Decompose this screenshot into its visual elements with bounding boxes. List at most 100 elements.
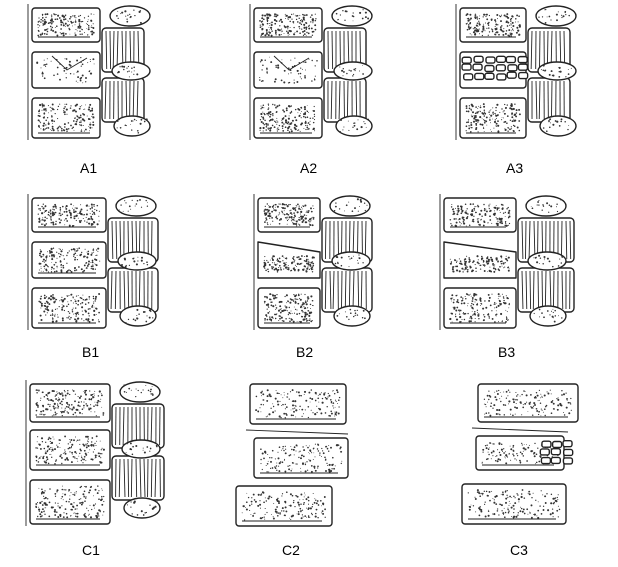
spine-drawing-b2 [253,194,373,330]
trabecular-pattern [263,255,315,273]
disc-line [471,427,569,433]
panel-b1: B1 [18,192,218,377]
panel-label-b2: B2 [296,344,314,360]
panel-c2: C2 [232,378,432,563]
vertebral-body [253,97,323,139]
spinous-process-middle [111,61,151,81]
process-pattern [118,198,149,214]
spine-drawing-b1 [27,194,159,330]
spinous-process-lower [123,497,161,519]
process-pattern [117,65,148,78]
trabecular-pattern [255,389,341,419]
ligament-striations [110,270,153,310]
panel-label-b3: B3 [498,344,516,360]
trabecular-pattern [37,103,95,133]
trabecular-pattern [467,489,561,520]
process-pattern [123,384,154,398]
spinous-process-middle [121,439,161,459]
vertebral-body [443,287,517,329]
ligament-striations [115,458,161,498]
trabecular-pattern [241,491,326,521]
trabecular-pattern [465,13,521,37]
panel-label-b1: B1 [82,344,100,360]
spinous-process-upper [329,195,371,217]
fractured-vertebral-body [253,51,323,89]
process-pattern [542,118,572,133]
trabecular-pattern [260,443,343,473]
spinous-process-middle [527,251,567,271]
spinous-process-middle [117,251,157,271]
trabecular-pattern [449,203,511,227]
ligament-striations [531,80,565,120]
fracture-line [51,55,88,71]
trabecular-pattern [37,203,100,227]
trabecular-pattern [259,56,318,84]
spinous-process-upper [115,195,157,217]
panel-c1: C1 [18,378,218,563]
trabecular-pattern [449,255,510,273]
trabecular-pattern [465,103,521,133]
spinous-process-upper [119,381,161,403]
vertebral-body-upper [477,383,579,423]
panel-label-a3: A3 [506,160,524,176]
process-pattern [333,198,368,213]
panel-label-a1: A1 [80,160,98,176]
vertebral-body [31,7,101,43]
disc-line [245,429,349,435]
ligament-striations [324,270,367,310]
trabecular-pattern [35,389,105,417]
posterior-element-lower [321,267,373,313]
process-pattern [125,308,154,324]
ligament-striations [324,220,367,260]
vertebral-body-upper [249,383,347,425]
panel-a2: A2 [240,2,440,187]
spinous-process-middle [331,251,371,271]
vertebral-body [29,383,111,423]
panel-b2: B2 [240,192,440,377]
spinous-process-middle [333,61,373,81]
spine-drawing-a3 [455,4,577,140]
spine-drawing-c2 [235,383,349,527]
wedged-vertebral-body [257,241,321,279]
process-pattern [335,9,370,22]
spinous-process-lower [113,115,151,137]
trabecular-pattern [483,389,572,417]
spine-drawing-b3 [439,194,575,330]
process-pattern [538,8,570,24]
trabecular-pattern [449,293,510,323]
process-pattern [530,199,562,213]
process-pattern [125,442,158,456]
ligament-striations [327,30,362,70]
trabecular-pattern [259,13,317,37]
process-pattern [121,256,149,268]
ligament-striations [104,80,139,120]
process-pattern [533,308,563,323]
spine-drawing-a2 [249,4,373,140]
spine-drawing-c3 [461,383,579,525]
panel-label-c3: C3 [510,542,528,558]
panel-a3: A3 [448,2,618,187]
comminuted-fragments [461,55,529,81]
panel-c3: C3 [458,378,618,563]
spine-drawing-a1 [27,4,151,140]
fracture-line [273,55,310,71]
trabecular-pattern [35,485,105,519]
spinous-process-lower [333,305,371,327]
process-pattern [116,118,148,134]
spinous-process-lower [119,305,157,327]
process-pattern [336,308,367,324]
spine-drawing-c1 [25,380,165,526]
process-pattern [339,118,370,133]
panel-label-c1: C1 [82,542,100,558]
panel-label-c2: C2 [282,542,300,558]
vertebral-body [459,97,527,139]
trabecular-pattern [259,103,316,133]
process-pattern [540,64,572,78]
vertebral-body [31,287,107,329]
fractured-vertebral-body [31,51,101,89]
spinous-process-middle [537,61,577,81]
process-pattern [126,500,158,516]
vertebral-body [459,7,527,43]
trabecular-pattern [36,56,95,84]
spinous-process-upper [535,5,577,27]
